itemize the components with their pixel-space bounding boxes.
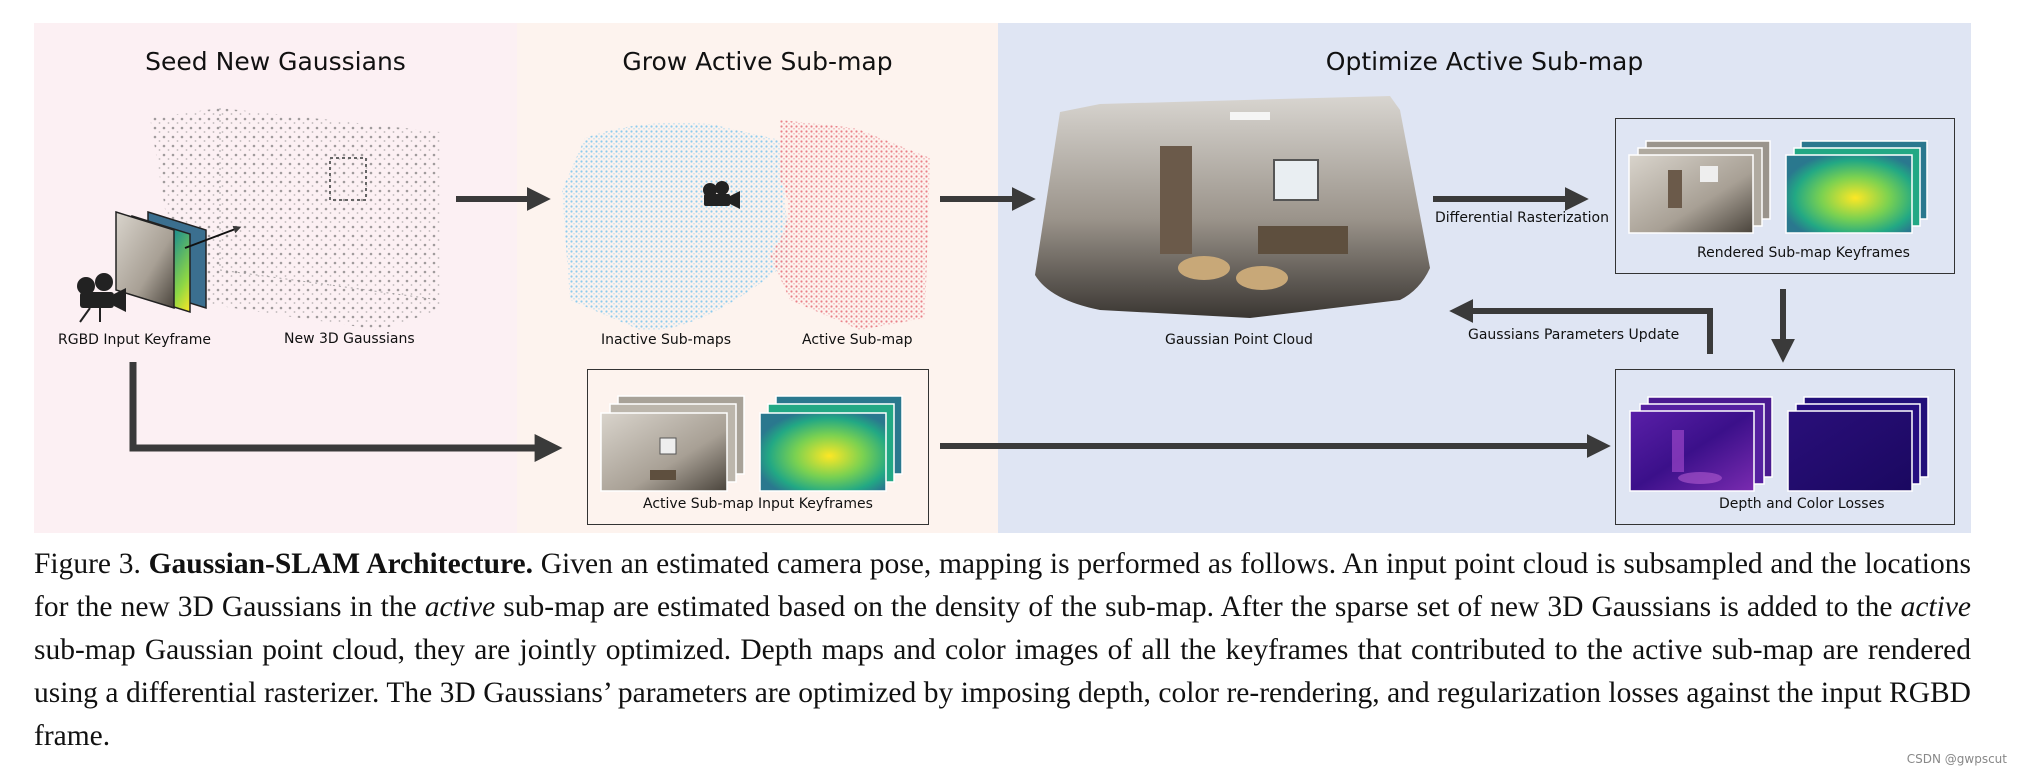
input-keyframes-images [600, 395, 903, 492]
ottoman-left [1178, 256, 1230, 280]
point-cloud-label: Gaussian Point Cloud [1165, 332, 1313, 348]
sideboard-shape [1258, 226, 1348, 254]
caption-text-2: sub-map are estimated based on the densi… [503, 591, 1893, 623]
camera-icon [77, 273, 126, 323]
caption-italic-2: active [1900, 591, 1972, 623]
params-update-label: Gaussians Parameters Update [1468, 327, 1680, 343]
diff-raster-label: Differential Rasterization [1435, 210, 1609, 226]
rendered-keyframes-label: Rendered Sub-map Keyframes [1697, 245, 1910, 261]
new-gaussians-pointcloud [150, 108, 441, 330]
rendered-keyframes-images [1628, 140, 1928, 234]
input-keyframes-label: Active Sub-map Input Keyframes [643, 496, 873, 512]
ceiling-light [1230, 112, 1270, 120]
ottoman-right [1236, 266, 1288, 290]
inactive-submaps-pointcloud [562, 122, 790, 331]
active-submap-label: Active Sub-map [802, 332, 913, 348]
figure-title: Gaussian-SLAM Architecture. [148, 548, 534, 580]
optimize-panel-title: Optimize Active Sub-map [1325, 47, 1644, 76]
window-outline [329, 157, 367, 201]
caption-text-3: sub-map Gaussian point cloud, they are j… [34, 634, 1971, 752]
door-shape [1160, 146, 1192, 254]
losses-images [1629, 396, 1929, 492]
input-keyframes-frame [587, 369, 929, 525]
rgbd-keyframe-stack [115, 210, 242, 314]
losses-frame [1615, 369, 1955, 525]
rgbd-input-label: RGBD Input Keyframe [58, 332, 212, 348]
caption-italic-1: active [424, 591, 496, 623]
diagram-illustrations [77, 96, 1929, 492]
seed-panel-title: Seed New Gaussians [145, 47, 406, 76]
new-gaussians-label: New 3D Gaussians [284, 331, 415, 347]
grow-panel-title: Grow Active Sub-map [622, 47, 893, 76]
csdn-watermark: CSDN @gwpscut [1906, 752, 2007, 766]
rendered-keyframes-frame [1615, 118, 1955, 274]
window-shape [1273, 159, 1319, 201]
input-keyframe-arrow [129, 362, 563, 462]
active-submap-pointcloud [770, 120, 930, 330]
caption-text-1: Given an estimated camera pose, mapping … [34, 548, 1971, 623]
losses-label: Depth and Color Losses [1719, 496, 1885, 512]
params-update-arrow [1449, 299, 1713, 354]
gaussian-pointcloud-render [1035, 96, 1430, 318]
figure-caption: Figure 3. Gaussian-SLAM Architecture. Gi… [34, 543, 1971, 758]
grow-camera-icon [703, 181, 740, 209]
figure-number: Figure 3. [34, 548, 141, 580]
inactive-submaps-label: Inactive Sub-maps [601, 332, 732, 348]
